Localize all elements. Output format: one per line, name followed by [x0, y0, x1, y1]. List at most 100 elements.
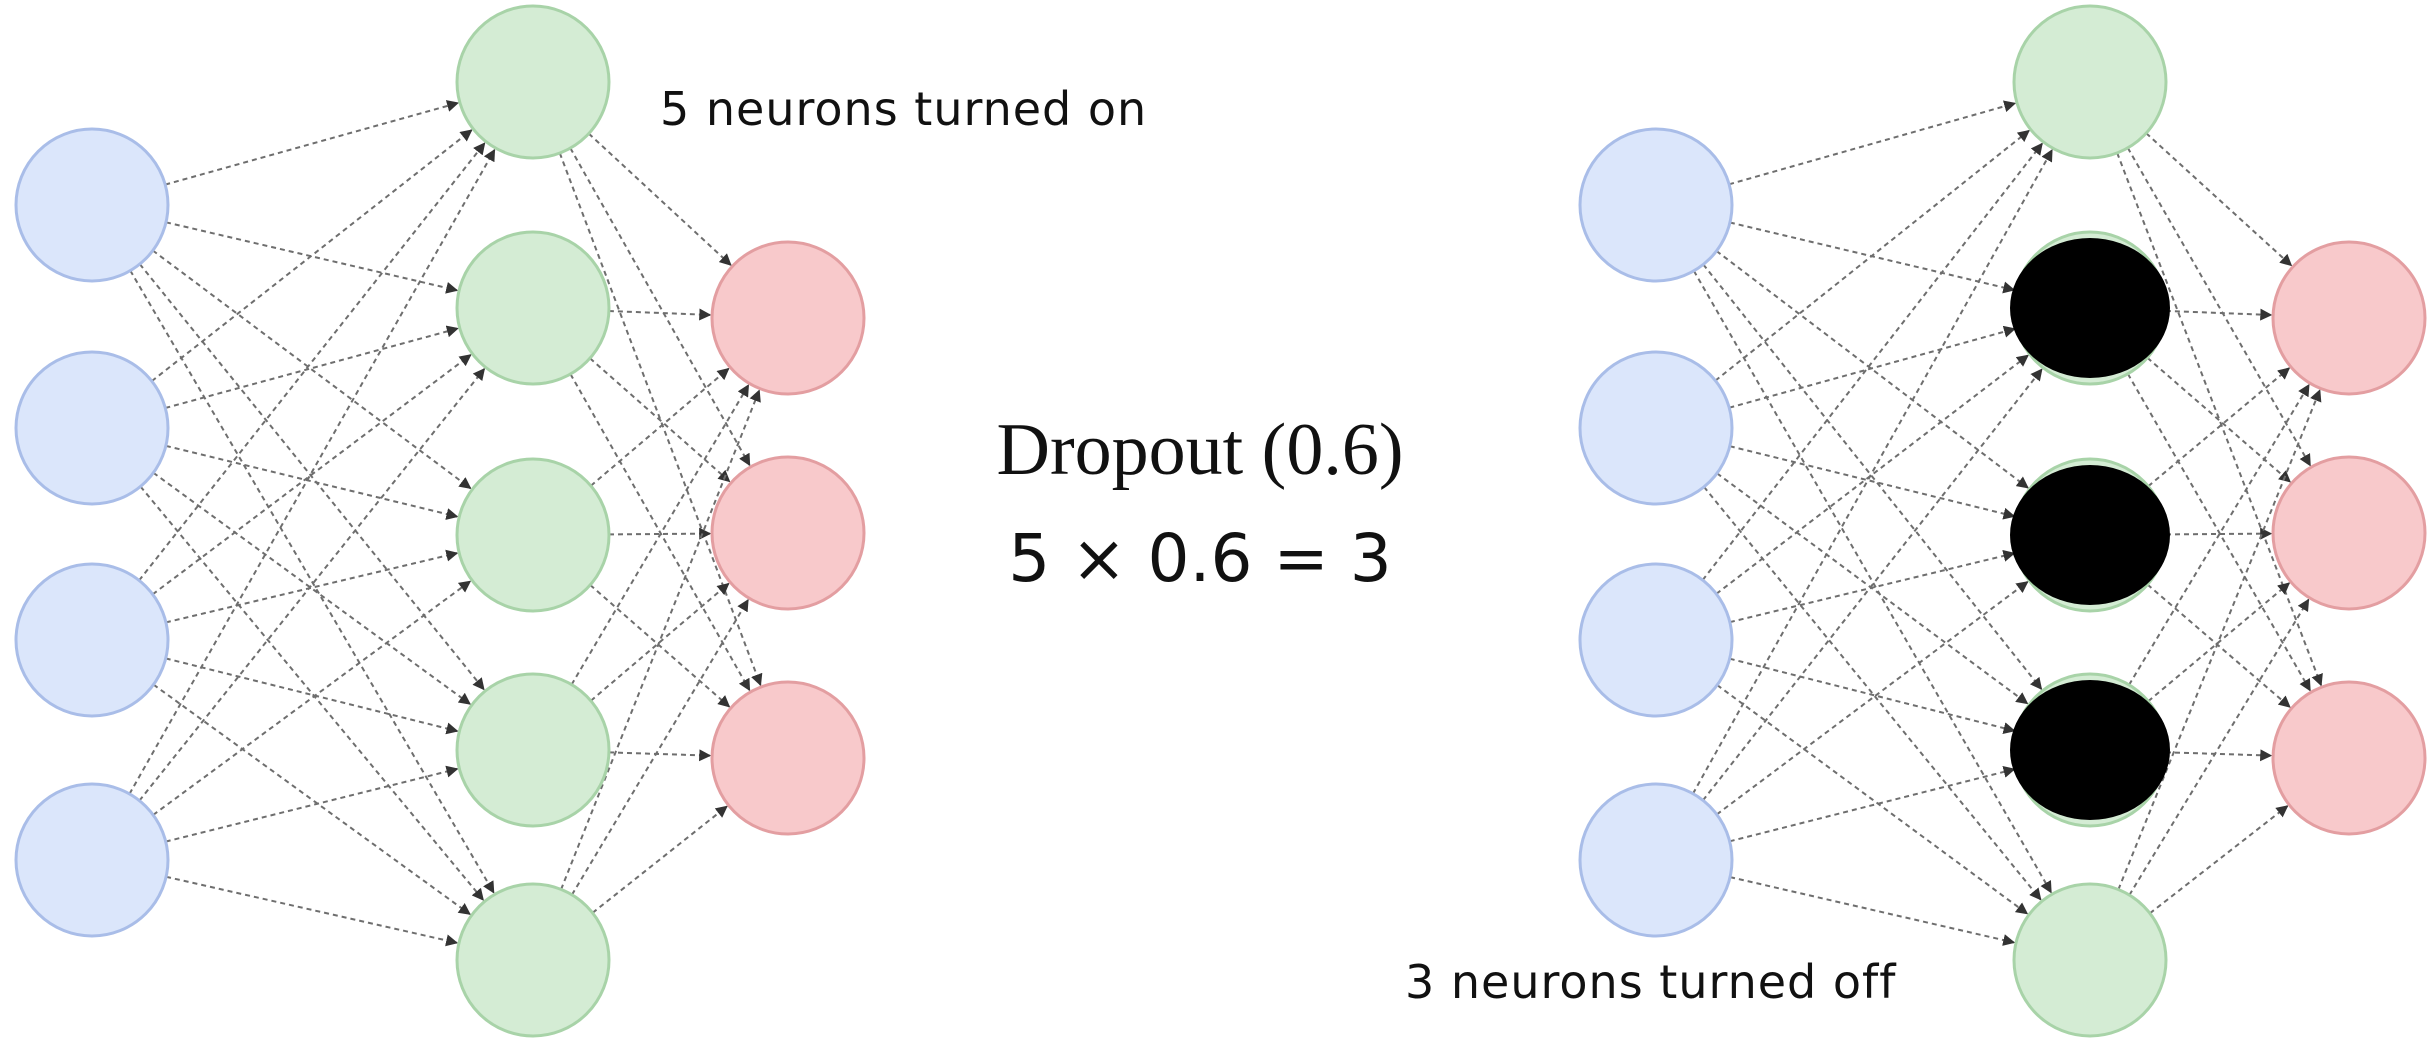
edges-before-dropout [128, 100, 763, 947]
input-hidden-edge [138, 367, 486, 802]
input-neuron [14, 562, 170, 718]
edges-after-dropout [1692, 100, 2323, 946]
input-hidden-edge [165, 325, 459, 409]
hidden-output-edge [558, 152, 763, 687]
output-neuron [2271, 680, 2427, 836]
input-hidden-edge [165, 221, 459, 294]
output-neuron [710, 680, 866, 836]
neurons-off-label: 3 neurons turned off [1405, 955, 1897, 1009]
input-hidden-edge [1729, 325, 2016, 409]
input-neuron [1578, 562, 1734, 718]
hidden-output-edge [569, 147, 751, 467]
hidden-output-edge [569, 373, 751, 692]
input-hidden-edge [152, 354, 472, 596]
input-hidden-edge [165, 549, 459, 624]
input-hidden-edge [165, 765, 459, 843]
hidden-neuron [455, 457, 611, 613]
hidden-output-edge [590, 582, 730, 702]
hidden-output-edge [2147, 367, 2291, 487]
hidden-neuron [455, 672, 611, 828]
hidden-output-edge [2146, 583, 2291, 708]
dropped-neuron [2010, 238, 2170, 378]
hidden-output-edge [2128, 383, 2310, 686]
input-hidden-edge [165, 875, 459, 947]
input-hidden-edge [1692, 149, 2053, 795]
hidden-output-edge [589, 584, 731, 708]
dropped-neuron [2010, 465, 2170, 605]
input-hidden-edge [1702, 368, 2043, 801]
hidden-output-edge [2165, 308, 2273, 321]
input-hidden-edge [1715, 250, 2029, 489]
input-hidden-edge [152, 471, 471, 705]
input-hidden-edge [138, 142, 486, 582]
input-hidden-edge [1729, 766, 2016, 843]
hidden-neuron [2012, 882, 2168, 1038]
input-hidden-edge [1729, 876, 2016, 946]
hidden-output-edge [588, 132, 732, 266]
dropout-title: Dropout (0.6) [996, 409, 1404, 491]
input-hidden-edge [129, 270, 495, 894]
input-hidden-edge [128, 148, 496, 795]
hidden-output-edge [2147, 582, 2291, 702]
input-hidden-edge [1729, 445, 2016, 520]
input-neuron [1578, 350, 1734, 506]
hidden-output-edge [2146, 357, 2292, 483]
hidden-output-edge [590, 367, 730, 487]
network-after-dropout [1578, 4, 2427, 1038]
hidden-output-edge [2149, 805, 2289, 915]
input-hidden-edge [164, 100, 460, 186]
hidden-output-edge [2165, 749, 2273, 762]
hidden-output-edge [608, 527, 712, 540]
input-hidden-edge [1693, 270, 2052, 894]
output-neuron [710, 240, 866, 396]
input-hidden-edge [1728, 100, 2017, 186]
hidden-neuron [455, 230, 611, 386]
input-hidden-edge [152, 249, 472, 490]
input-hidden-edge [1729, 657, 2016, 734]
dropped-neuron [2010, 680, 2170, 820]
input-neuron [14, 127, 170, 283]
input-hidden-edge [1729, 550, 2016, 624]
hidden-output-edge [2128, 598, 2310, 896]
hidden-output-edge [2117, 389, 2322, 890]
input-hidden-edge [1714, 129, 2030, 382]
network-before-dropout [14, 4, 866, 1038]
hidden-output-edge [608, 749, 712, 762]
input-neuron [1578, 127, 1734, 283]
hidden-output-edge [2126, 147, 2312, 467]
hidden-output-edge [571, 598, 749, 896]
neurons-on-label: 5 neurons turned on [660, 82, 1148, 136]
hidden-output-edge [591, 805, 728, 914]
input-hidden-edge [139, 263, 485, 691]
input-hidden-edge [1716, 684, 2029, 915]
input-hidden-edge [139, 485, 484, 901]
hidden-output-edge [2145, 132, 2293, 267]
input-hidden-edge [1703, 486, 2042, 901]
hidden-neuron [455, 882, 611, 1038]
output-neuron [2271, 240, 2427, 396]
hidden-output-edge [560, 389, 761, 890]
hidden-output-edge [2116, 152, 2323, 687]
input-hidden-edge [1701, 142, 2043, 581]
hidden-output-edge [2127, 373, 2311, 692]
input-hidden-edge [165, 657, 459, 735]
input-neuron [14, 782, 170, 938]
hidden-neuron [2012, 4, 2168, 160]
hidden-output-edge [570, 384, 750, 686]
input-hidden-edge [1716, 580, 2029, 816]
input-hidden-edge [1715, 354, 2029, 595]
hidden-output-edge [608, 308, 712, 321]
input-hidden-edge [152, 580, 472, 816]
output-neuron [710, 455, 866, 611]
output-neuron [2271, 455, 2427, 611]
input-neuron [14, 350, 170, 506]
input-hidden-edge [165, 444, 459, 520]
hidden-neuron [455, 4, 611, 160]
hidden-output-edge [589, 357, 731, 483]
input-hidden-edge [1702, 263, 2043, 690]
input-hidden-edge [151, 129, 473, 382]
input-hidden-edge [152, 683, 471, 916]
dropout-formula: 5 × 0.6 = 3 [1008, 520, 1392, 597]
input-neuron [1578, 782, 1734, 938]
